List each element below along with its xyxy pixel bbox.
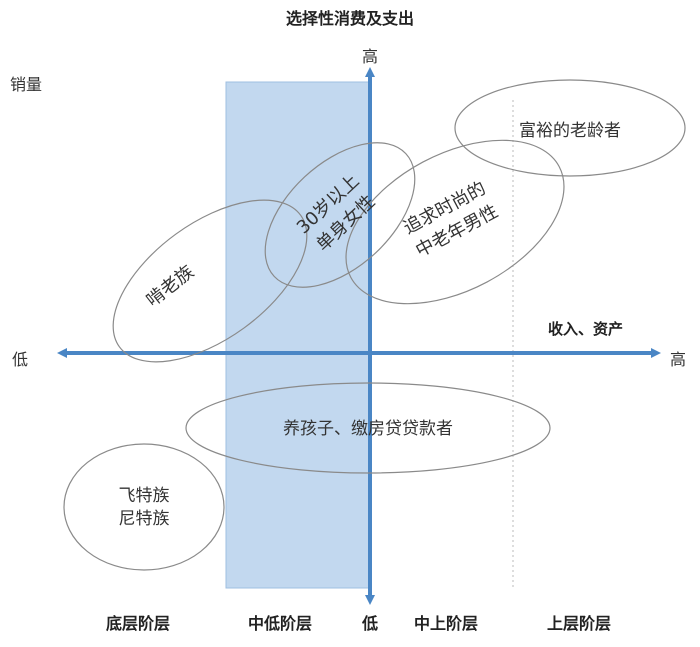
stratum-bottom: 底层阶层	[106, 614, 170, 633]
stratum-middle-low: 中低阶层	[248, 614, 312, 633]
label-freeter-line2: 尼特族	[119, 509, 170, 529]
ellipse-child-mortgage	[185, 382, 551, 474]
diagram-title: 选择性消费及支出	[286, 9, 414, 28]
y-axis-label: 销量	[10, 75, 42, 94]
label-child-mortgage: 养孩子、缴房贷贷款者	[283, 419, 453, 439]
x-axis-low-label: 低	[12, 350, 28, 369]
stratum-upper: 上层阶层	[547, 614, 611, 633]
ellipse-neet-parasite	[112, 199, 308, 363]
middle-low-band	[225, 81, 371, 589]
y-axis-high-label: 高	[362, 47, 378, 66]
label-neet-parasite: 啃老族	[143, 261, 198, 311]
stratum-middle-upper: 中上阶层	[414, 614, 478, 633]
ellipse-freeter-neet	[63, 443, 225, 571]
label-freeter-line1: 飞特族	[119, 486, 170, 506]
label-wealthy-elderly: 富裕的老龄者	[519, 121, 621, 141]
ellipse-fashion-men	[345, 139, 565, 305]
x-axis-high-label: 高	[670, 350, 686, 369]
y-axis-low-label: 低	[361, 614, 378, 633]
ellipse-wealthy-elderly	[454, 79, 686, 177]
ellipse-single-women	[264, 142, 416, 288]
x-axis-label: 收入、资产	[548, 320, 623, 338]
